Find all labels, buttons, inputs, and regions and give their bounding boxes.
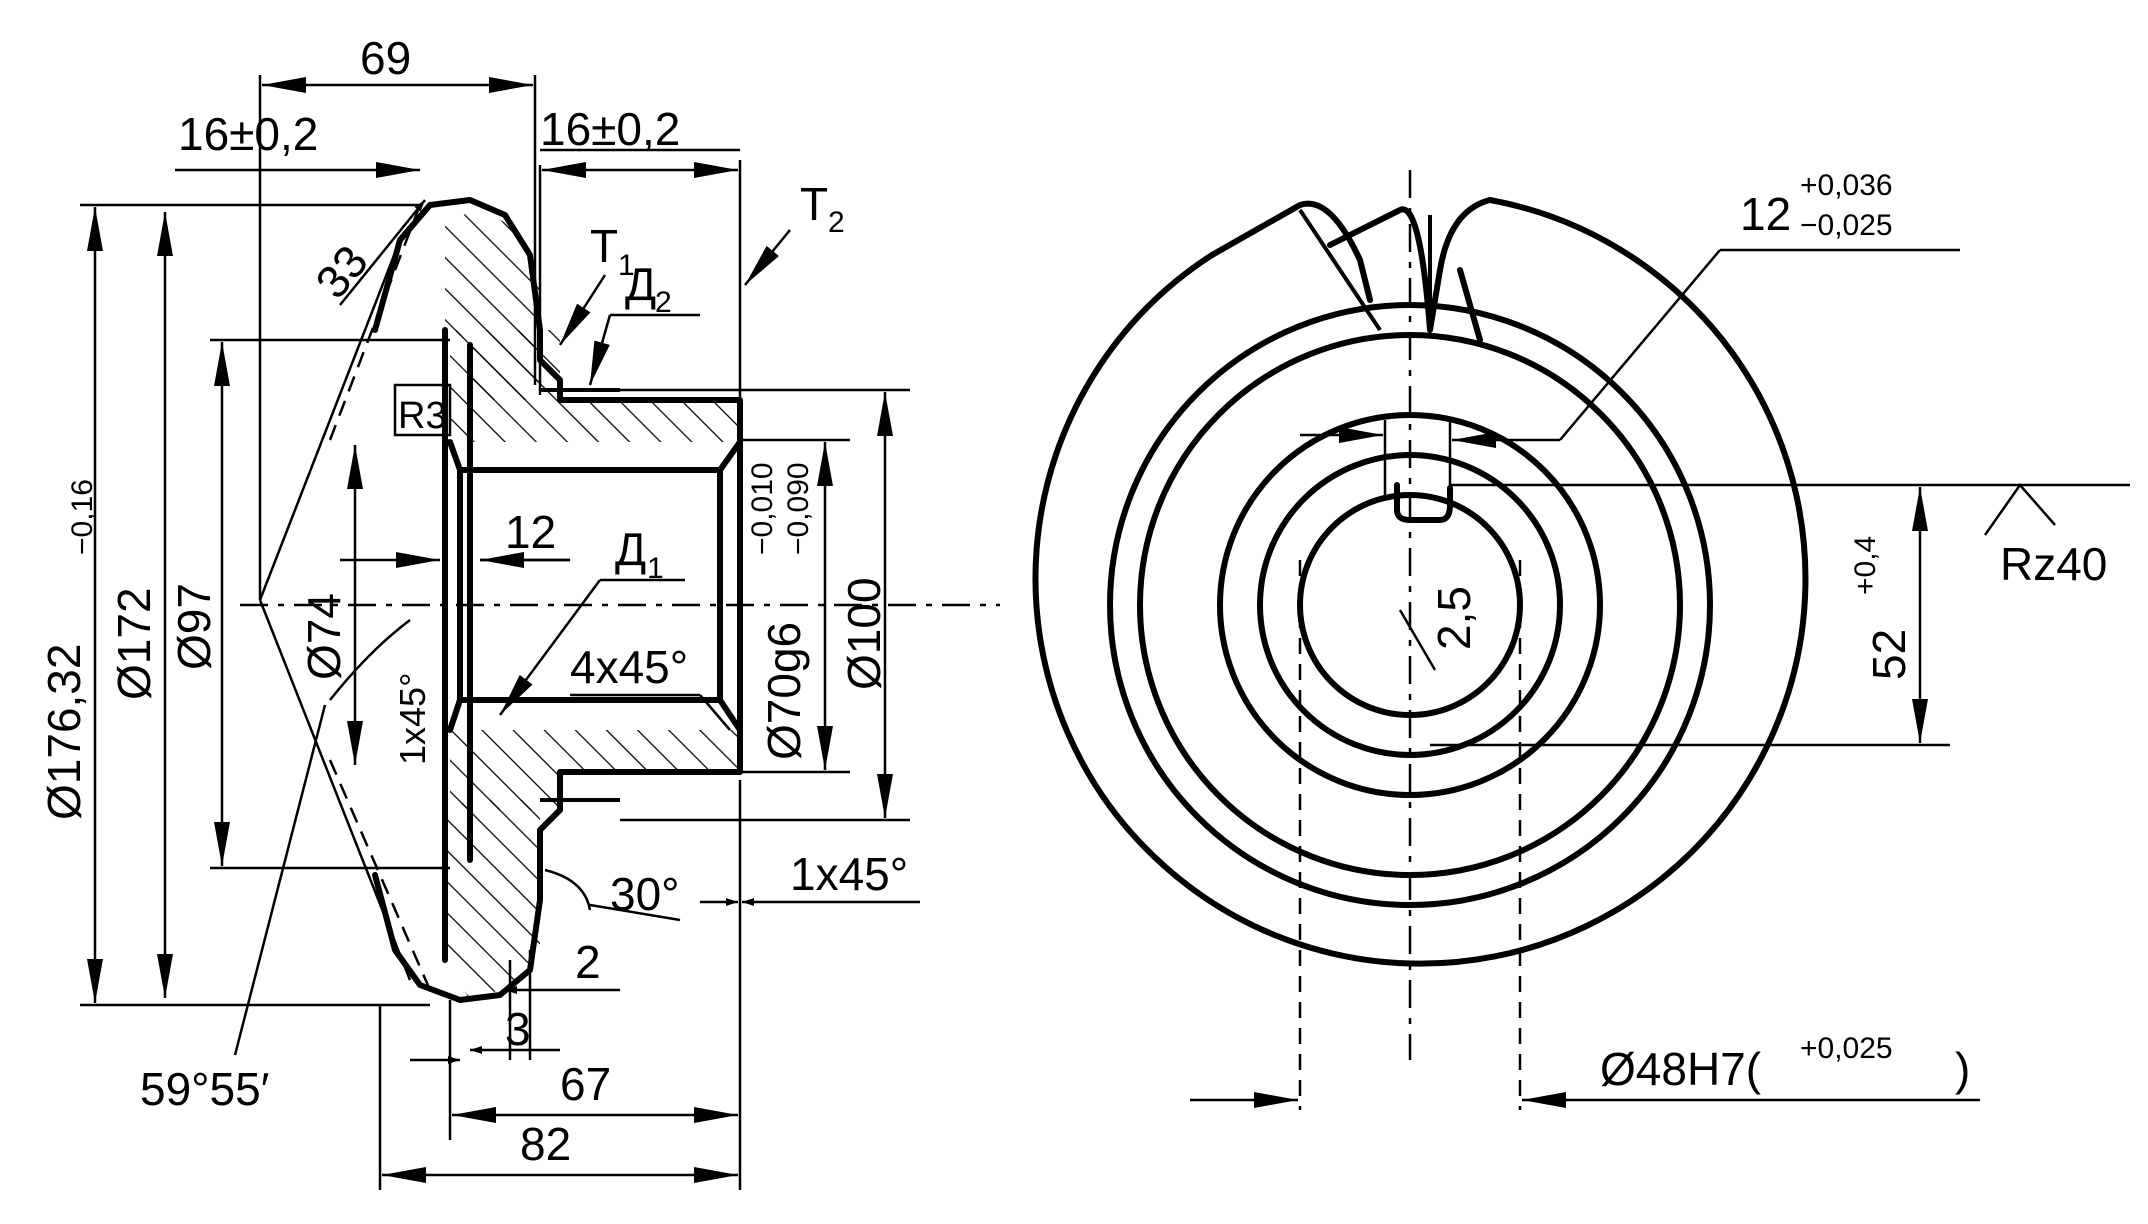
dim-2: 2 xyxy=(575,936,601,988)
label-t2: T xyxy=(800,178,828,230)
bore-lower xyxy=(447,697,743,733)
dim-r25: 2,5 xyxy=(1428,586,1480,650)
dim-82: 82 xyxy=(520,1118,571,1170)
r3-box xyxy=(393,383,452,437)
leader-d2 xyxy=(588,314,612,386)
front-dimensions: 12 +0,036 −0,025 2,5 52 +0,4 Rz40 Ø48H7(… xyxy=(1190,169,2130,1108)
dim-dia48: Ø48H7( xyxy=(1600,1043,1762,1095)
leader-33 xyxy=(339,199,426,306)
leader-d1 xyxy=(498,579,602,716)
leader-t1 xyxy=(558,274,607,346)
leader-t2 xyxy=(744,229,791,286)
dim-3: 3 xyxy=(505,1003,531,1055)
dim-1x45-left: 1x45° xyxy=(392,673,433,765)
dim-key12-tol-upper: +0,036 xyxy=(1800,169,1893,202)
dim-rz40: Rz40 xyxy=(2000,538,2107,590)
leader-r25 xyxy=(1398,609,1437,671)
dim-dia176: Ø176,32 xyxy=(38,644,90,820)
pitch-cone-upper xyxy=(328,204,422,441)
dim-16-left: 16±0,2 xyxy=(178,108,318,160)
dim-5955: 59°55′ xyxy=(140,1063,269,1115)
cone-line-2 xyxy=(258,599,412,981)
section-view xyxy=(240,197,1000,1003)
keyway xyxy=(1394,482,1453,523)
dim-12: 12 xyxy=(505,506,556,558)
dim-dia97: Ø97 xyxy=(168,583,220,670)
gear-outline-lower xyxy=(372,727,743,1003)
dim-dia48-close: ) xyxy=(1955,1043,1970,1095)
leader-key xyxy=(1559,249,1721,441)
leader-4x45-b xyxy=(699,694,731,731)
dim-30: 30° xyxy=(610,868,680,920)
pitch-cone-lower xyxy=(328,759,432,991)
dim-dia100: Ø100 xyxy=(838,577,890,690)
roughness-symbol xyxy=(1983,482,2056,536)
dim-52: 52 xyxy=(1863,629,1915,680)
dim-dia70-tol-lower: −0,090 xyxy=(782,462,815,555)
dim-r3: R3 xyxy=(398,395,447,437)
dim-4x45: 4x45° xyxy=(570,641,688,693)
arc-30 xyxy=(544,868,592,911)
label-d2-sub: 2 xyxy=(655,286,672,319)
bore-upper xyxy=(447,439,743,473)
hatch-rim-upper xyxy=(445,210,540,400)
cone-line-1 xyxy=(258,239,402,601)
leader-5955 xyxy=(233,704,327,1056)
dim-dia176-tol: −0,16 xyxy=(66,479,99,555)
dim-33: 33 xyxy=(305,235,378,308)
label-t1-sub: 1 xyxy=(618,249,635,282)
label-d2: Д xyxy=(625,258,656,310)
dim-dia172: Ø172 xyxy=(108,587,160,700)
dim-dia70-tol-upper: −0,010 xyxy=(746,462,779,555)
front-view xyxy=(1032,170,1809,1110)
dim-key12: 12 xyxy=(1740,188,1791,240)
leader-30 xyxy=(589,903,681,922)
label-t2-sub: 2 xyxy=(828,206,845,239)
teeth-group xyxy=(1209,197,1493,343)
label-t1: T xyxy=(590,220,618,272)
arc-5955 xyxy=(329,619,411,701)
dim-key12-tol-lower: −0,025 xyxy=(1800,209,1893,242)
dim-16-right: 16±0,2 xyxy=(540,103,680,155)
dim-52-tol: +0,4 xyxy=(1849,536,1882,595)
section-dimensions: 69 16±0,2 16±0,2 T 1 T 2 Д 2 33 R3 12 Д … xyxy=(38,32,920,1190)
dim-dia74: Ø74 xyxy=(298,593,350,680)
label-d1-sub: 1 xyxy=(647,552,664,585)
dim-dia48-tol: +0,025 xyxy=(1800,1032,1893,1065)
dim-dia70: Ø70g6 xyxy=(758,622,810,760)
label-d1: Д xyxy=(615,523,646,575)
outer-gear-rim xyxy=(1032,197,1809,967)
hub-circle-inner xyxy=(1217,412,1603,798)
dim-69: 69 xyxy=(360,32,411,84)
dim-1x45-right: 1x45° xyxy=(790,848,908,900)
dim-67: 67 xyxy=(560,1058,611,1110)
